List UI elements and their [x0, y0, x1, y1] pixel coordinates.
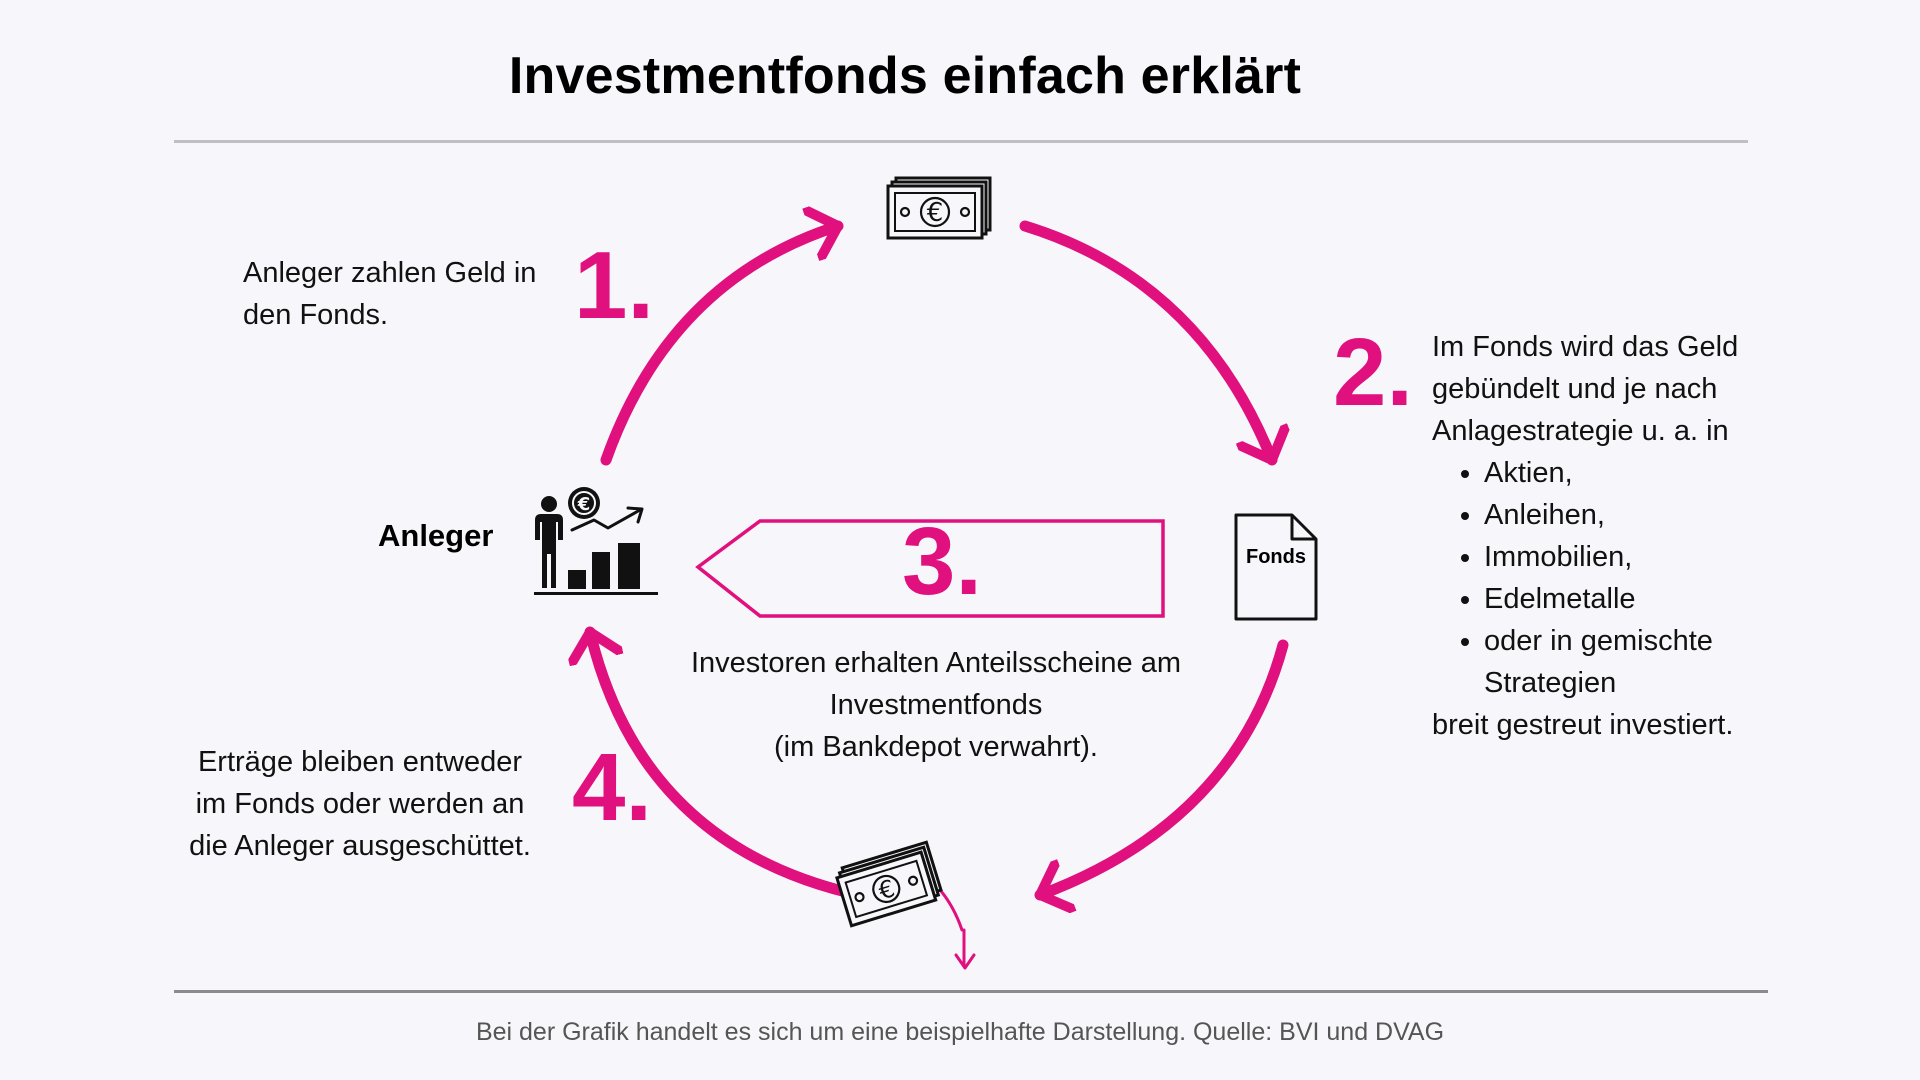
step3-line: Investoren erhalten Anteilsscheine am [690, 647, 1182, 679]
page-title: Investmentfonds einfach erklärt [508, 47, 1302, 105]
bottom-divider [174, 990, 1768, 993]
arrow-anleger-to-money [600, 226, 844, 466]
euro-banknotes-outflow-icon: € [835, 840, 976, 970]
list-item: Immobilien, [1484, 536, 1832, 578]
step2-text: Im Fonds wird das Geld gebündelt und je … [1432, 326, 1832, 746]
step-number-4: 4. [572, 734, 653, 841]
list-item: Aktien, [1484, 452, 1832, 494]
euro-banknote-icon: € [886, 176, 992, 240]
step4-line: im Fonds oder werden an [195, 788, 525, 820]
step4-line: Erträge bleiben entweder [197, 746, 523, 778]
step4-text: Erträge bleiben entweder im Fonds oder w… [160, 741, 560, 867]
step-number-2: 2. [1333, 319, 1414, 426]
arrow-fonds-to-money [1034, 639, 1289, 895]
anleger-label: Anleger [378, 518, 494, 553]
svg-text:€: € [577, 494, 591, 515]
step2-outro: breit gestreut investiert. [1432, 709, 1734, 741]
asset-class-list: Aktien, Anleihen, Immobilien, Edelmetall… [1432, 452, 1832, 704]
document-icon [1234, 513, 1318, 621]
step3-text: Investoren erhalten Anteilsscheine am In… [640, 642, 1232, 768]
arrow-fonds-to-anleger-outline [695, 519, 1165, 618]
list-item: Anleihen, [1484, 494, 1832, 536]
source-note: Bei der Grafik handelt es sich um eine b… [475, 1018, 1445, 1046]
arrow-money-to-fonds [1019, 220, 1272, 466]
step3-line: (im Bankdepot verwahrt). [774, 731, 1098, 763]
svg-text:€: € [927, 198, 944, 228]
top-divider [174, 140, 1748, 143]
investor-growth-chart-icon: € [534, 487, 658, 595]
step-number-1: 1. [574, 232, 655, 339]
list-item: Edelmetalle [1484, 578, 1832, 620]
step4-line: die Anleger ausgeschüttet. [189, 830, 531, 862]
step1-text: Anleger zahlen Geld in den Fonds. [243, 257, 537, 331]
arrow-money-to-anleger [590, 626, 856, 899]
step-number-3: 3. [902, 508, 983, 615]
fonds-label: Fonds [1246, 546, 1306, 568]
list-item: oder in gemischte Strategien [1484, 620, 1832, 704]
step2-intro: Im Fonds wird das Geld gebündelt und je … [1432, 331, 1739, 447]
step3-line: Investmentfonds [829, 689, 1043, 721]
